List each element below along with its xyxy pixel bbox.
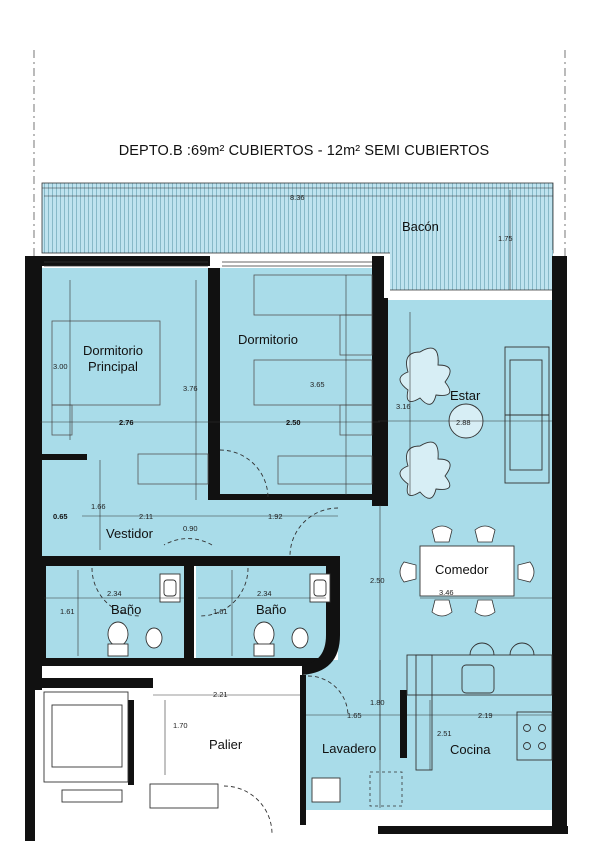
dim-hall-width: 1.92 [268,512,283,521]
bath2-label: Baño [256,602,286,617]
dim-door-gap: 0.90 [183,524,198,533]
master-bedroom-label-2: Principal [88,359,138,374]
dim-balcony-depth: 1.75 [498,234,513,243]
dim-closet-height: 1.66 [91,502,106,511]
dim-bath1-width: 2.34 [107,589,122,598]
dining-table [419,545,515,597]
balcony-deck-right [390,250,553,290]
sofa [504,346,550,484]
dim-living-height: 3.16 [396,402,411,411]
door-swings [91,449,349,835]
dim-kitchen-width: 2.19 [478,711,493,720]
dim-dining-height: 2.50 [370,576,385,585]
laundry-label: Lavadero [322,741,376,756]
dim-bath1-height: 1.61 [60,607,75,616]
closet-label: Vestidor [106,526,154,541]
dining-chairs [399,525,535,617]
dim-landing-width: 2.21 [213,690,228,699]
dim-master-side: 3.76 [183,384,198,393]
armchairs [399,347,451,499]
plan-title: DEPTO.B :69m² CUBIERTOS - 12m² SEMI CUBI… [118,143,490,159]
windows [44,261,372,267]
dim-laundry-height: 1.80 [370,698,385,707]
dim-closet-width: 2.11 [139,512,153,521]
dim-bedroom-height: 3.65 [310,380,325,389]
dining-label: Comedor [435,562,489,577]
kitchen-counter [406,642,553,771]
dim-balcony-width: 8.36 [290,193,305,202]
dim-bedroom-width: 2.50 [286,418,301,427]
dim-small: 0.65 [53,512,68,521]
landing-label: Palier [209,737,243,752]
living-label: Estar [450,388,481,403]
dimension-lines [40,190,553,808]
master-bedroom-label: Dormitorio [83,343,143,358]
dim-landing-height: 1.70 [173,721,188,730]
bath-curved-wall [302,566,340,675]
elevator [43,691,219,809]
dim-master-width: 2.76 [119,418,134,427]
balcony-deck [41,182,554,254]
walls [25,256,568,841]
kitchen-label: Cocina [450,742,491,757]
dim-bath2-width: 2.34 [257,589,272,598]
bedroom-label: Dormitorio [238,332,298,347]
dim-master-height: 3.00 [53,362,68,371]
laundry-dashed [369,771,403,807]
dim-bath2-height: 1.61 [213,607,228,616]
beds [51,274,373,485]
bath1-label: Baño [111,602,141,617]
dim-laundry-width: 1.65 [347,711,362,720]
dim-kitchen-height: 2.51 [437,729,452,738]
dim-living-width: 2.88 [456,418,471,427]
dim-dining-width: 3.46 [439,588,454,597]
bathroom-fixtures [107,573,341,803]
balcony-label: Bacón [402,219,439,234]
